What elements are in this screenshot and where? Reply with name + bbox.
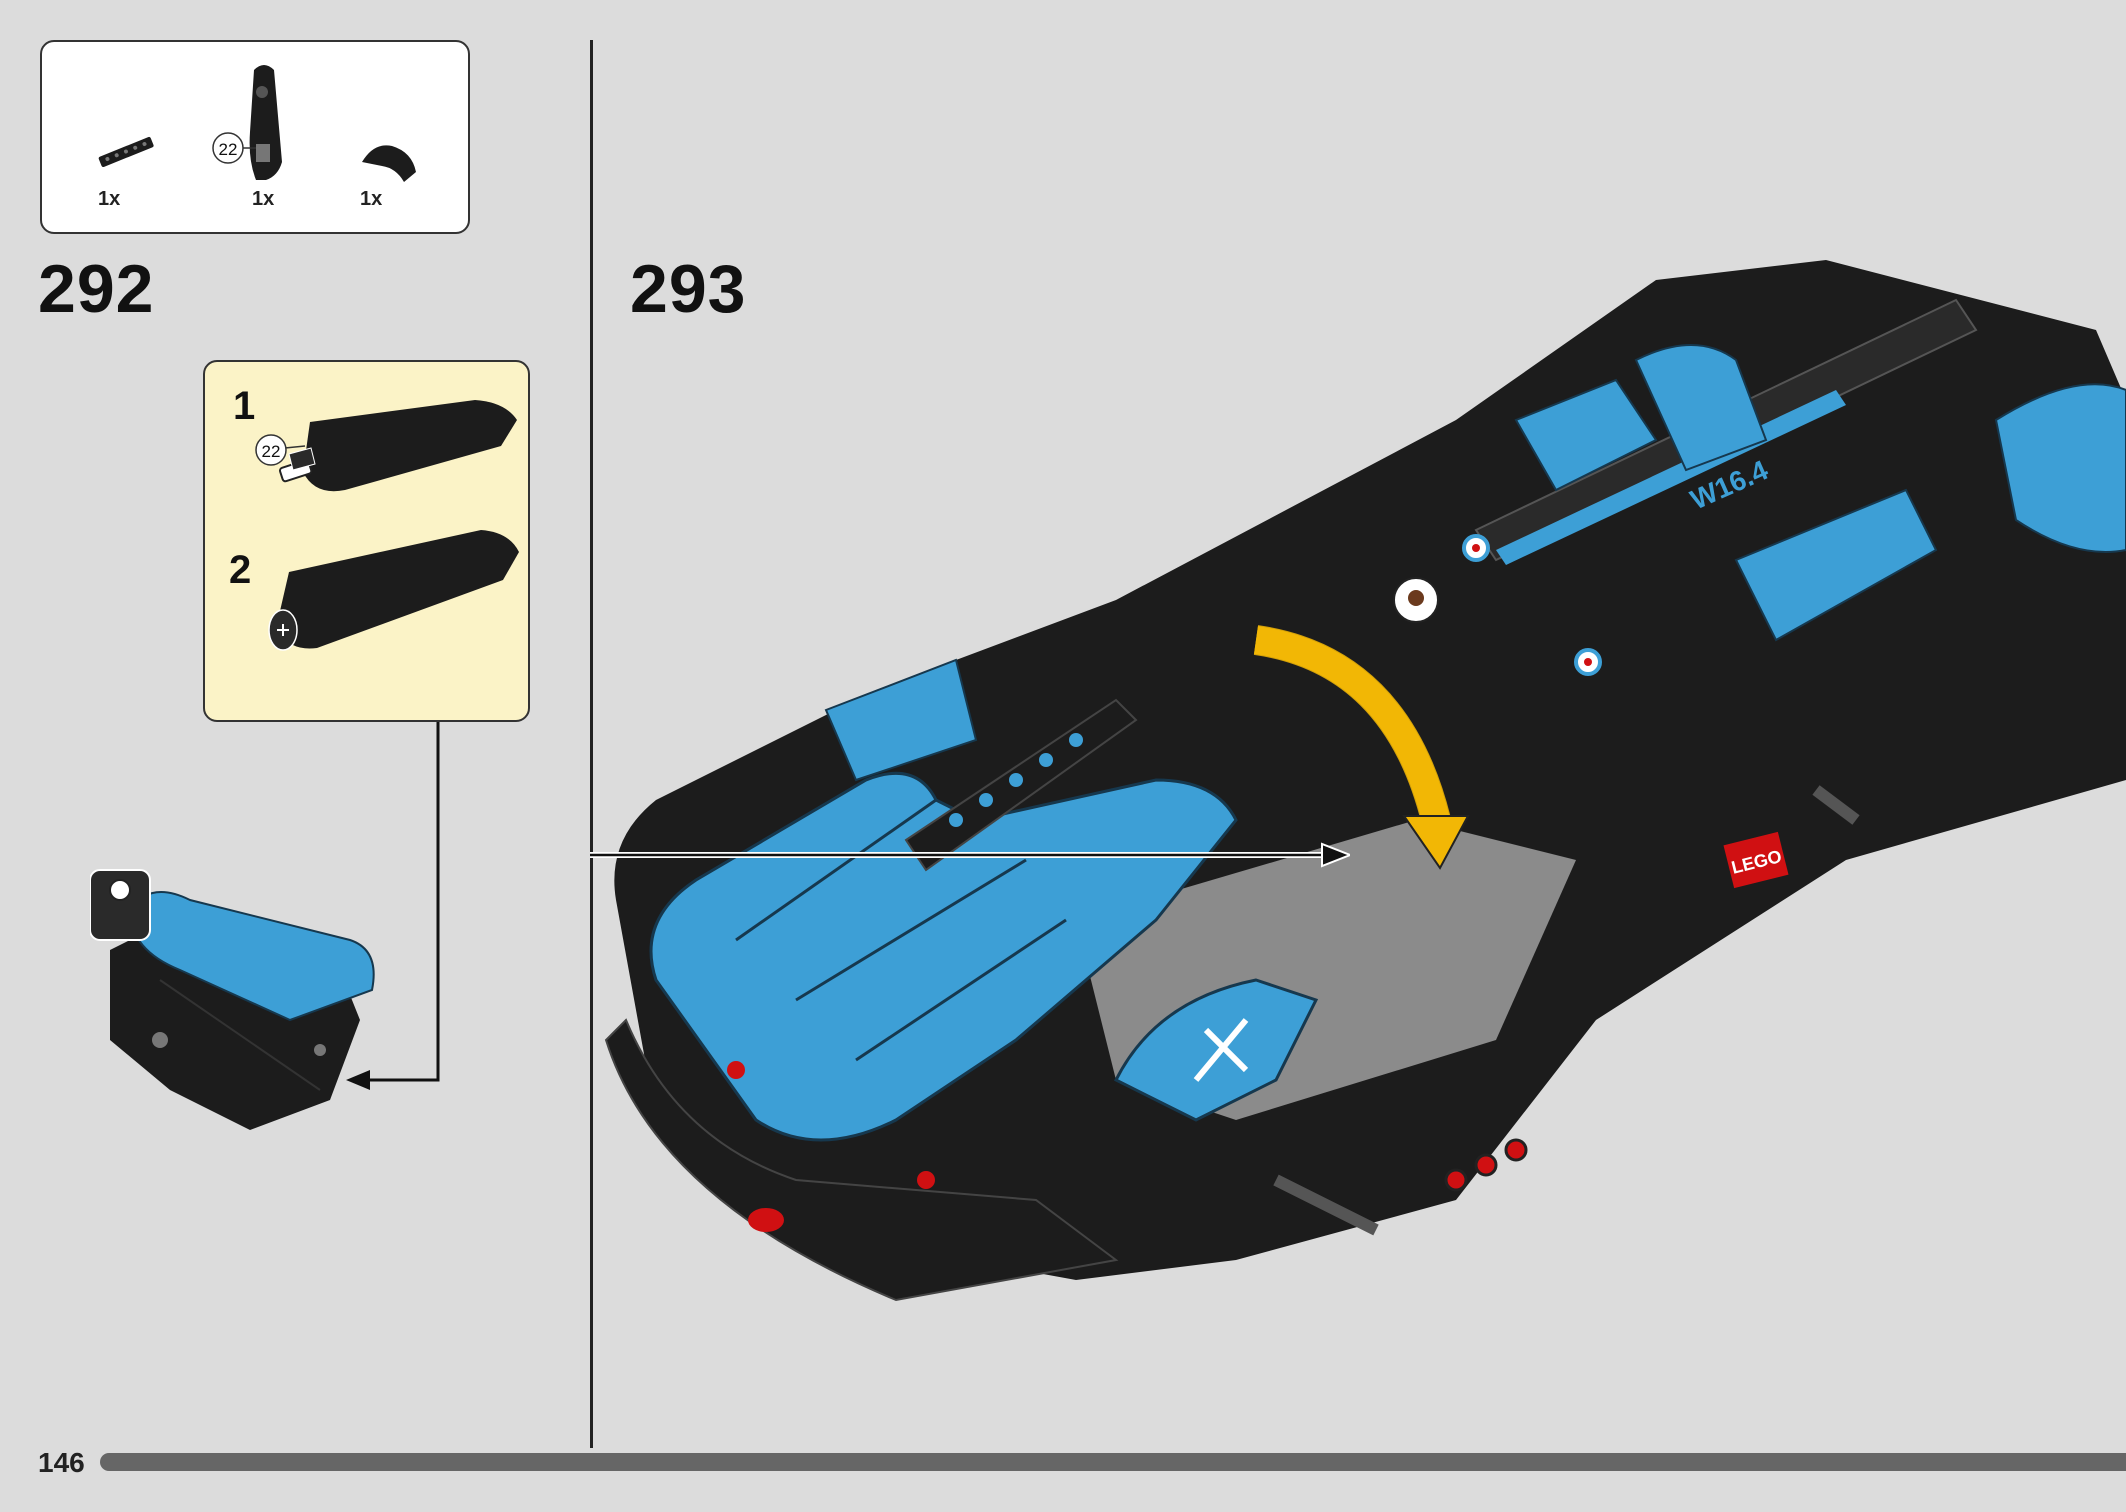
sub-step-number-1: 1 <box>233 384 256 428</box>
axle-connector-part-icon <box>98 136 154 167</box>
step-number-293: 293 <box>630 251 747 327</box>
progress-bar <box>100 1453 2126 1471</box>
lego-logo: LEGO <box>1723 831 1789 889</box>
panel-fairing-part-icon: 22 <box>212 65 282 180</box>
car-model-illustration: W16.4 LEGO <box>604 260 2126 1302</box>
sub-step-number-2: 2 <box>229 548 252 592</box>
attach-direction-arrow <box>590 842 1350 868</box>
sub-step-callout-number: 22 <box>262 442 281 461</box>
sub-assembly-illustration: 22 <box>255 400 519 651</box>
part-qty-2: 1x <box>252 188 275 210</box>
sub-assembly-box: 1 2 22 <box>203 360 530 722</box>
parts-list-box: 22 1x 1x 1x <box>40 40 470 234</box>
part-qty-3: 1x <box>360 188 383 210</box>
parts-list-illustration: 22 <box>98 65 416 182</box>
step-292-assembly-illustration <box>90 869 375 1130</box>
rotation-arrow <box>1253 623 1470 870</box>
step-number-292: 292 <box>38 251 155 327</box>
page-number: 146 <box>38 1447 85 1478</box>
part-qty-1: 1x <box>98 188 121 210</box>
sub-step-1-illustration: 22 <box>255 400 517 492</box>
part-callout-number: 22 <box>219 140 238 159</box>
page-divider <box>590 40 593 1448</box>
sub-step-2-illustration <box>268 530 519 651</box>
callout-connector-arrow <box>346 722 440 1090</box>
curved-slope-part-icon <box>362 145 416 182</box>
